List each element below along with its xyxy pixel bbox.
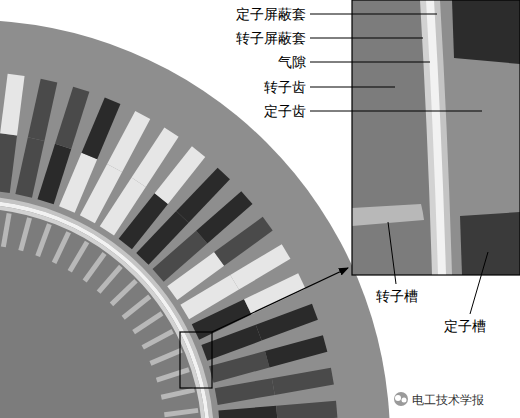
label: 定子槽 [444,318,486,334]
slot [156,367,190,382]
slot [215,378,275,405]
slot [244,273,305,314]
label: 转子屏蔽套 [236,30,306,46]
zoom-arrow [212,268,348,332]
watermark-icon [394,392,408,406]
zoom-box [180,332,212,388]
slot [97,265,123,294]
slot [164,408,198,417]
rotor-core [0,206,204,418]
slot [149,348,182,366]
slot [276,401,337,418]
slot [161,387,195,399]
slot [110,279,138,306]
slot [18,217,32,251]
stator-shield [0,198,212,418]
slot [28,79,57,141]
air-gap [0,202,208,418]
slot [256,304,318,341]
slot [0,74,24,136]
slot [68,241,90,273]
label: 定子齿 [264,103,306,119]
slot [35,223,51,257]
inset-frame [352,0,520,275]
label: 转子齿 [264,79,306,95]
slot [265,335,327,367]
slot [55,87,89,149]
slot [0,133,17,193]
watermark: 电工技术学报 [412,392,484,408]
slot [218,406,277,418]
slot [83,252,107,283]
leader-lines [310,14,488,314]
slot [52,231,71,264]
label: 定子屏蔽套 [236,6,306,22]
inset-view [352,0,520,275]
slot [142,329,174,349]
slot [122,295,152,320]
slot [1,213,12,247]
stator-core [0,20,390,418]
slot [209,351,269,383]
rotor-slots [0,211,200,418]
slot [272,368,334,395]
slot [15,137,44,197]
slot [132,311,163,334]
label: 气隙 [278,54,306,70]
label: 转子槽 [376,288,418,304]
